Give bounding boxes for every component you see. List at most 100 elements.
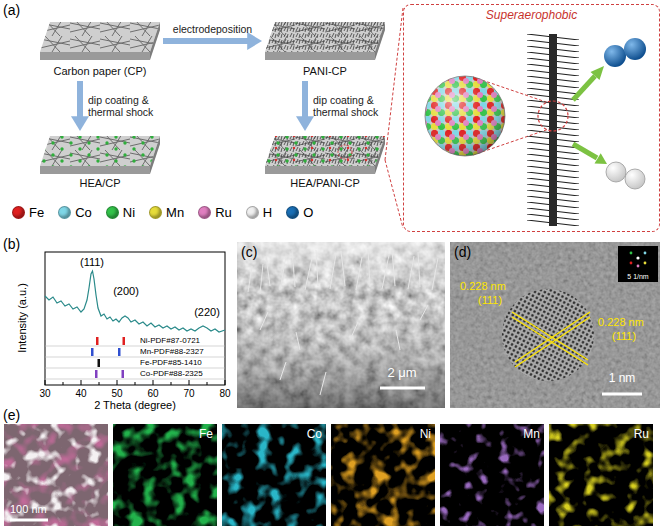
xrd-plot-part [122,370,125,378]
legend-item: Co [58,205,92,220]
element-label: Co [307,428,322,442]
hea-pani-cp-illustration-part [338,145,352,159]
hea-cp-illustration-part [40,136,160,166]
arrow-head [71,116,89,131]
xrd-plot-part [45,252,225,385]
hea-cp-illustration [40,136,160,174]
xrd-plot-part [45,380,225,385]
eds-maps-part [113,424,217,526]
eds-maps-part [549,424,653,526]
connector-line [163,38,249,44]
superaerophobic-illustration-part [595,153,608,164]
peak-index: (220) [194,306,220,319]
peak-index: (111) [80,256,104,269]
eds-maps-part [331,424,435,526]
lattice-plane: (111) [612,330,636,343]
carbon-paper-illustration-part [40,22,160,60]
hea-pani-cp-illustration [265,136,385,174]
xrd-plot [45,252,225,385]
legend-text: H [263,205,272,220]
zoom-leader [385,8,403,228]
panel-label: (d) [454,244,471,260]
hrtem-image-part [644,262,647,265]
hrtem-image-part [644,252,647,255]
reference-label: Fe-PDF#85-1410 [140,358,202,368]
tick-label: 60 [147,388,158,400]
superaerophobic-illustration-part [425,76,505,156]
legend: FeCoNiMnRuHO [12,205,327,220]
eds-maps-part [440,424,544,526]
superaerophobic-illustration [425,34,646,226]
eds-maps-part [4,424,108,526]
connector-line [77,81,83,118]
legend-item: Ru [198,205,232,220]
process-arrow [71,81,89,131]
panel-label: (e) [3,407,20,423]
lattice-plane: (111) [478,294,502,307]
hea-pani-cp-illustration-part [265,136,385,166]
eds-maps-part [549,424,653,526]
superaerophobic-illustration-part [573,76,595,100]
legend-text: Ru [215,205,232,220]
sem-image [237,242,445,408]
scale-label: 2 μm [387,366,416,381]
callout-title: Superaerophobic [486,8,577,22]
xrd-plot-part [96,337,99,345]
eds-maps-part [10,519,48,522]
substrate-node: Carbon paper (CP) [40,20,160,62]
xrd-plot-part [98,359,101,367]
legend-swatch [198,206,211,219]
hrtem-image-part [630,262,633,265]
superaerophobic-illustration-part [525,34,581,226]
reference-label: Ni-PDF#87-0721 [140,336,200,346]
legend-text: Fe [29,205,44,220]
legend-swatch [58,206,71,219]
scale-label: 100 nm [10,503,47,516]
node-caption: HEA/CP [80,177,121,189]
tick-label: 70 [183,388,194,400]
eds-maps [4,424,653,526]
eds-maps-part [113,424,217,526]
eds-maps-part [4,424,108,526]
legend-text: Ni [123,205,135,220]
hrtem-image-part [450,242,660,408]
eds-maps-part [222,424,326,526]
substrate-node: HEA/CP [40,134,160,174]
legend-item: Fe [12,205,44,220]
carbon-paper-illustration [40,22,160,60]
sem-image-part [248,249,438,395]
edge-label: dip coating & thermal shock [88,94,170,118]
element-label: Mn [523,428,540,442]
tick-label: 50 [111,388,122,400]
superaerophobic-illustration-part [624,38,646,60]
legend-text: Co [75,205,92,220]
hea-pani-cp-illustration-part [265,136,385,166]
arrow-head [296,116,314,131]
callout-box: Superaerophobic [403,4,660,232]
axis-title: Intensity (a.u.) [16,283,29,353]
node-caption: HEA/PANI-CP [290,177,359,189]
legend-swatch [12,206,25,219]
hrtem-image-part [450,242,660,408]
hrtem-image-part [636,256,639,259]
hrtem-image [450,242,660,408]
superaerophobic-illustration-part [549,34,557,226]
superaerophobic-illustration-part [625,169,645,189]
tick-label: 30 [39,388,50,400]
sem-image-part [237,242,445,408]
axis-title: 2 Theta (degree) [94,399,176,412]
hrtem-image-part [602,393,642,396]
pani-cp-illustration-part [265,22,385,52]
xrd-plot-part [45,346,225,379]
hrtem-image-part [502,289,594,381]
legend-text: Mn [166,205,184,220]
hrtem-image-part [637,265,640,268]
lattice-spacing: 0.228 nm [598,316,644,329]
edge-label: dip coating & thermal shock [313,94,395,118]
pani-cp-illustration [265,22,385,60]
superaerophobic-illustration-part [573,144,597,158]
legend-swatch [149,206,162,219]
pani-cp-illustration-part [265,22,385,60]
reference-label: Co-PDF#88-2325 [140,369,203,379]
